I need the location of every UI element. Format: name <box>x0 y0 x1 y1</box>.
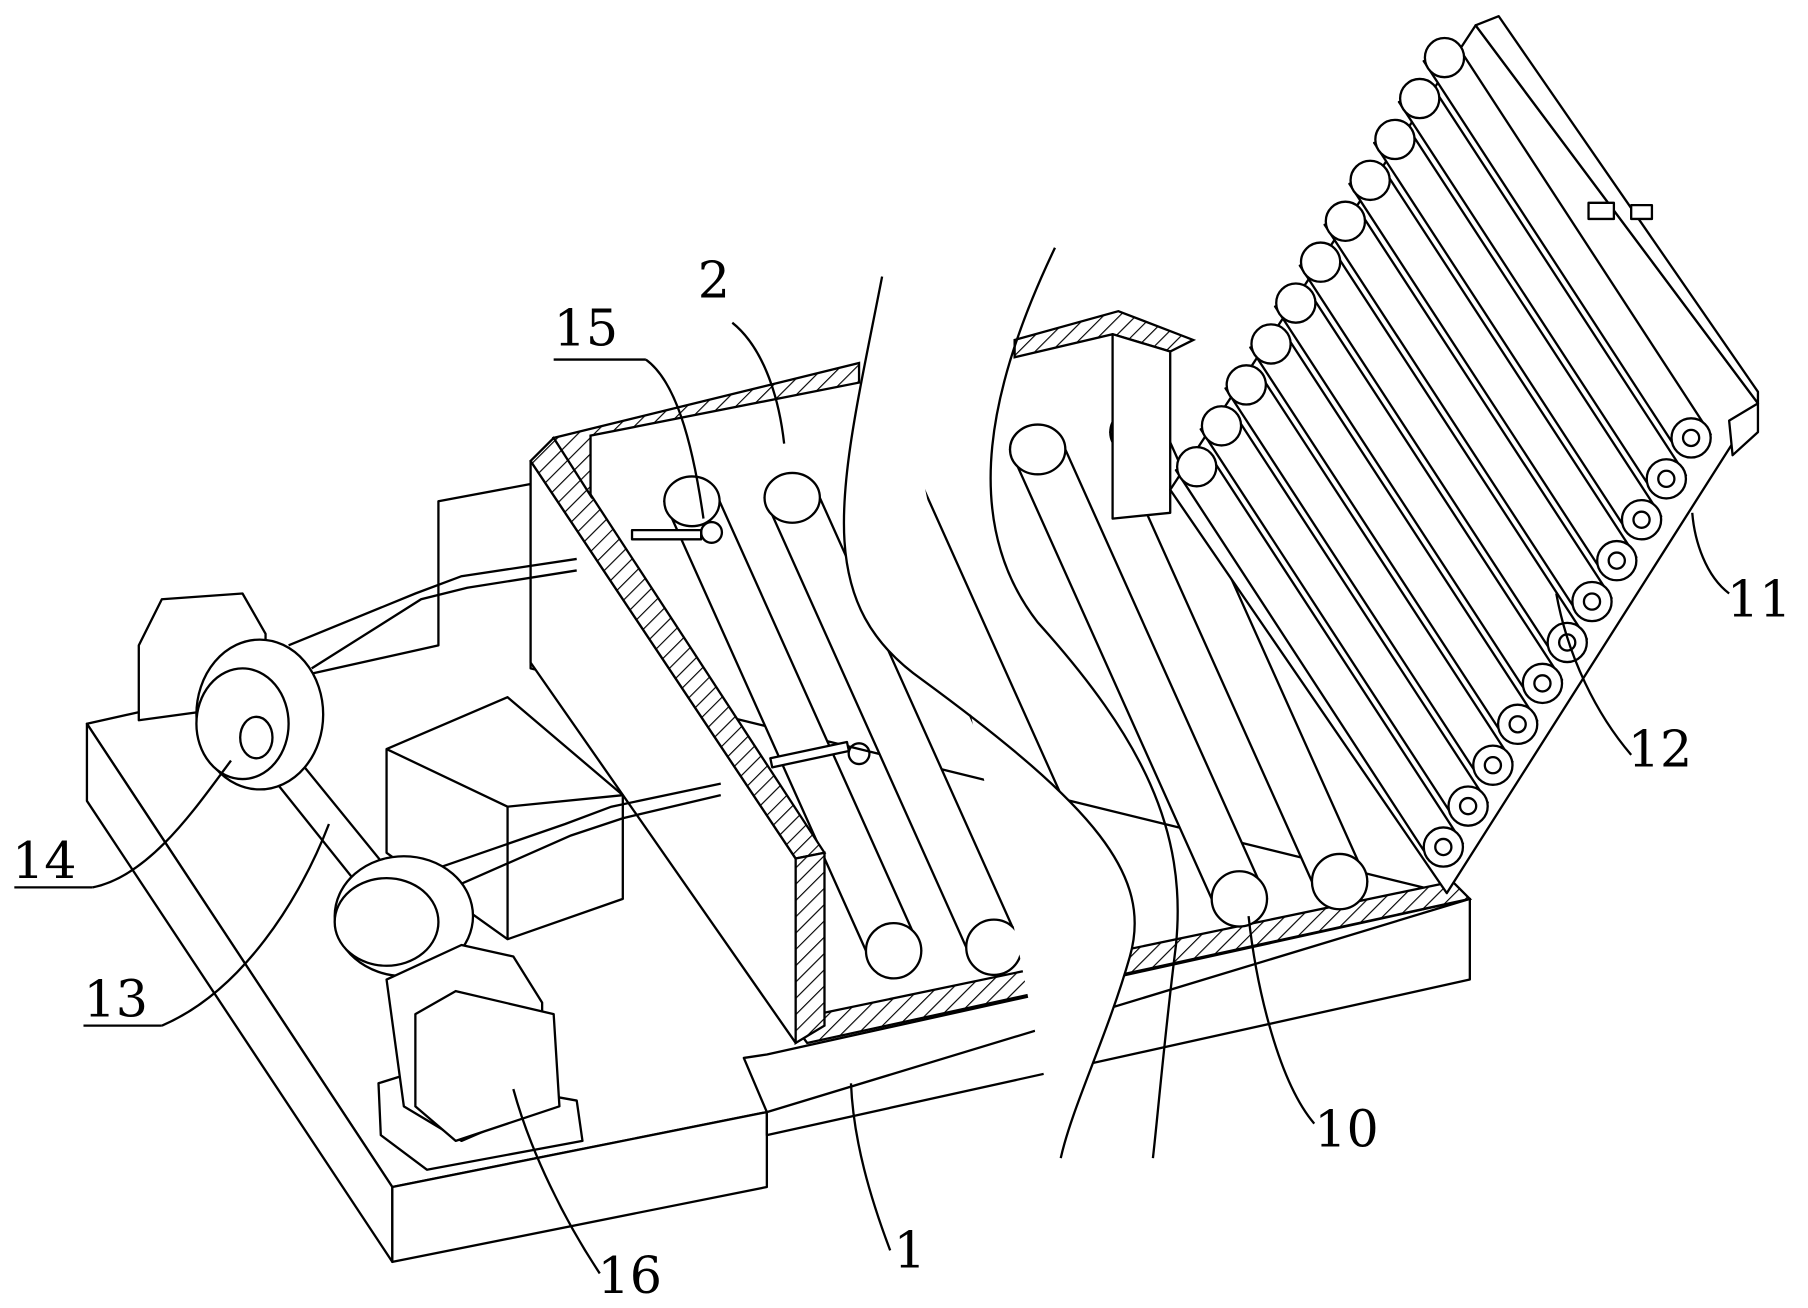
label-16: 16 <box>597 1246 662 1305</box>
label-1: 1 <box>894 1221 926 1280</box>
label-14: 14 <box>12 831 77 890</box>
label-15: 15 <box>554 299 619 358</box>
label-2: 2 <box>698 250 730 309</box>
label-12: 12 <box>1628 719 1693 778</box>
label-10: 10 <box>1314 1100 1378 1159</box>
pulley-top <box>196 640 323 790</box>
label-11: 11 <box>1727 570 1792 629</box>
label-13: 13 <box>83 969 148 1028</box>
